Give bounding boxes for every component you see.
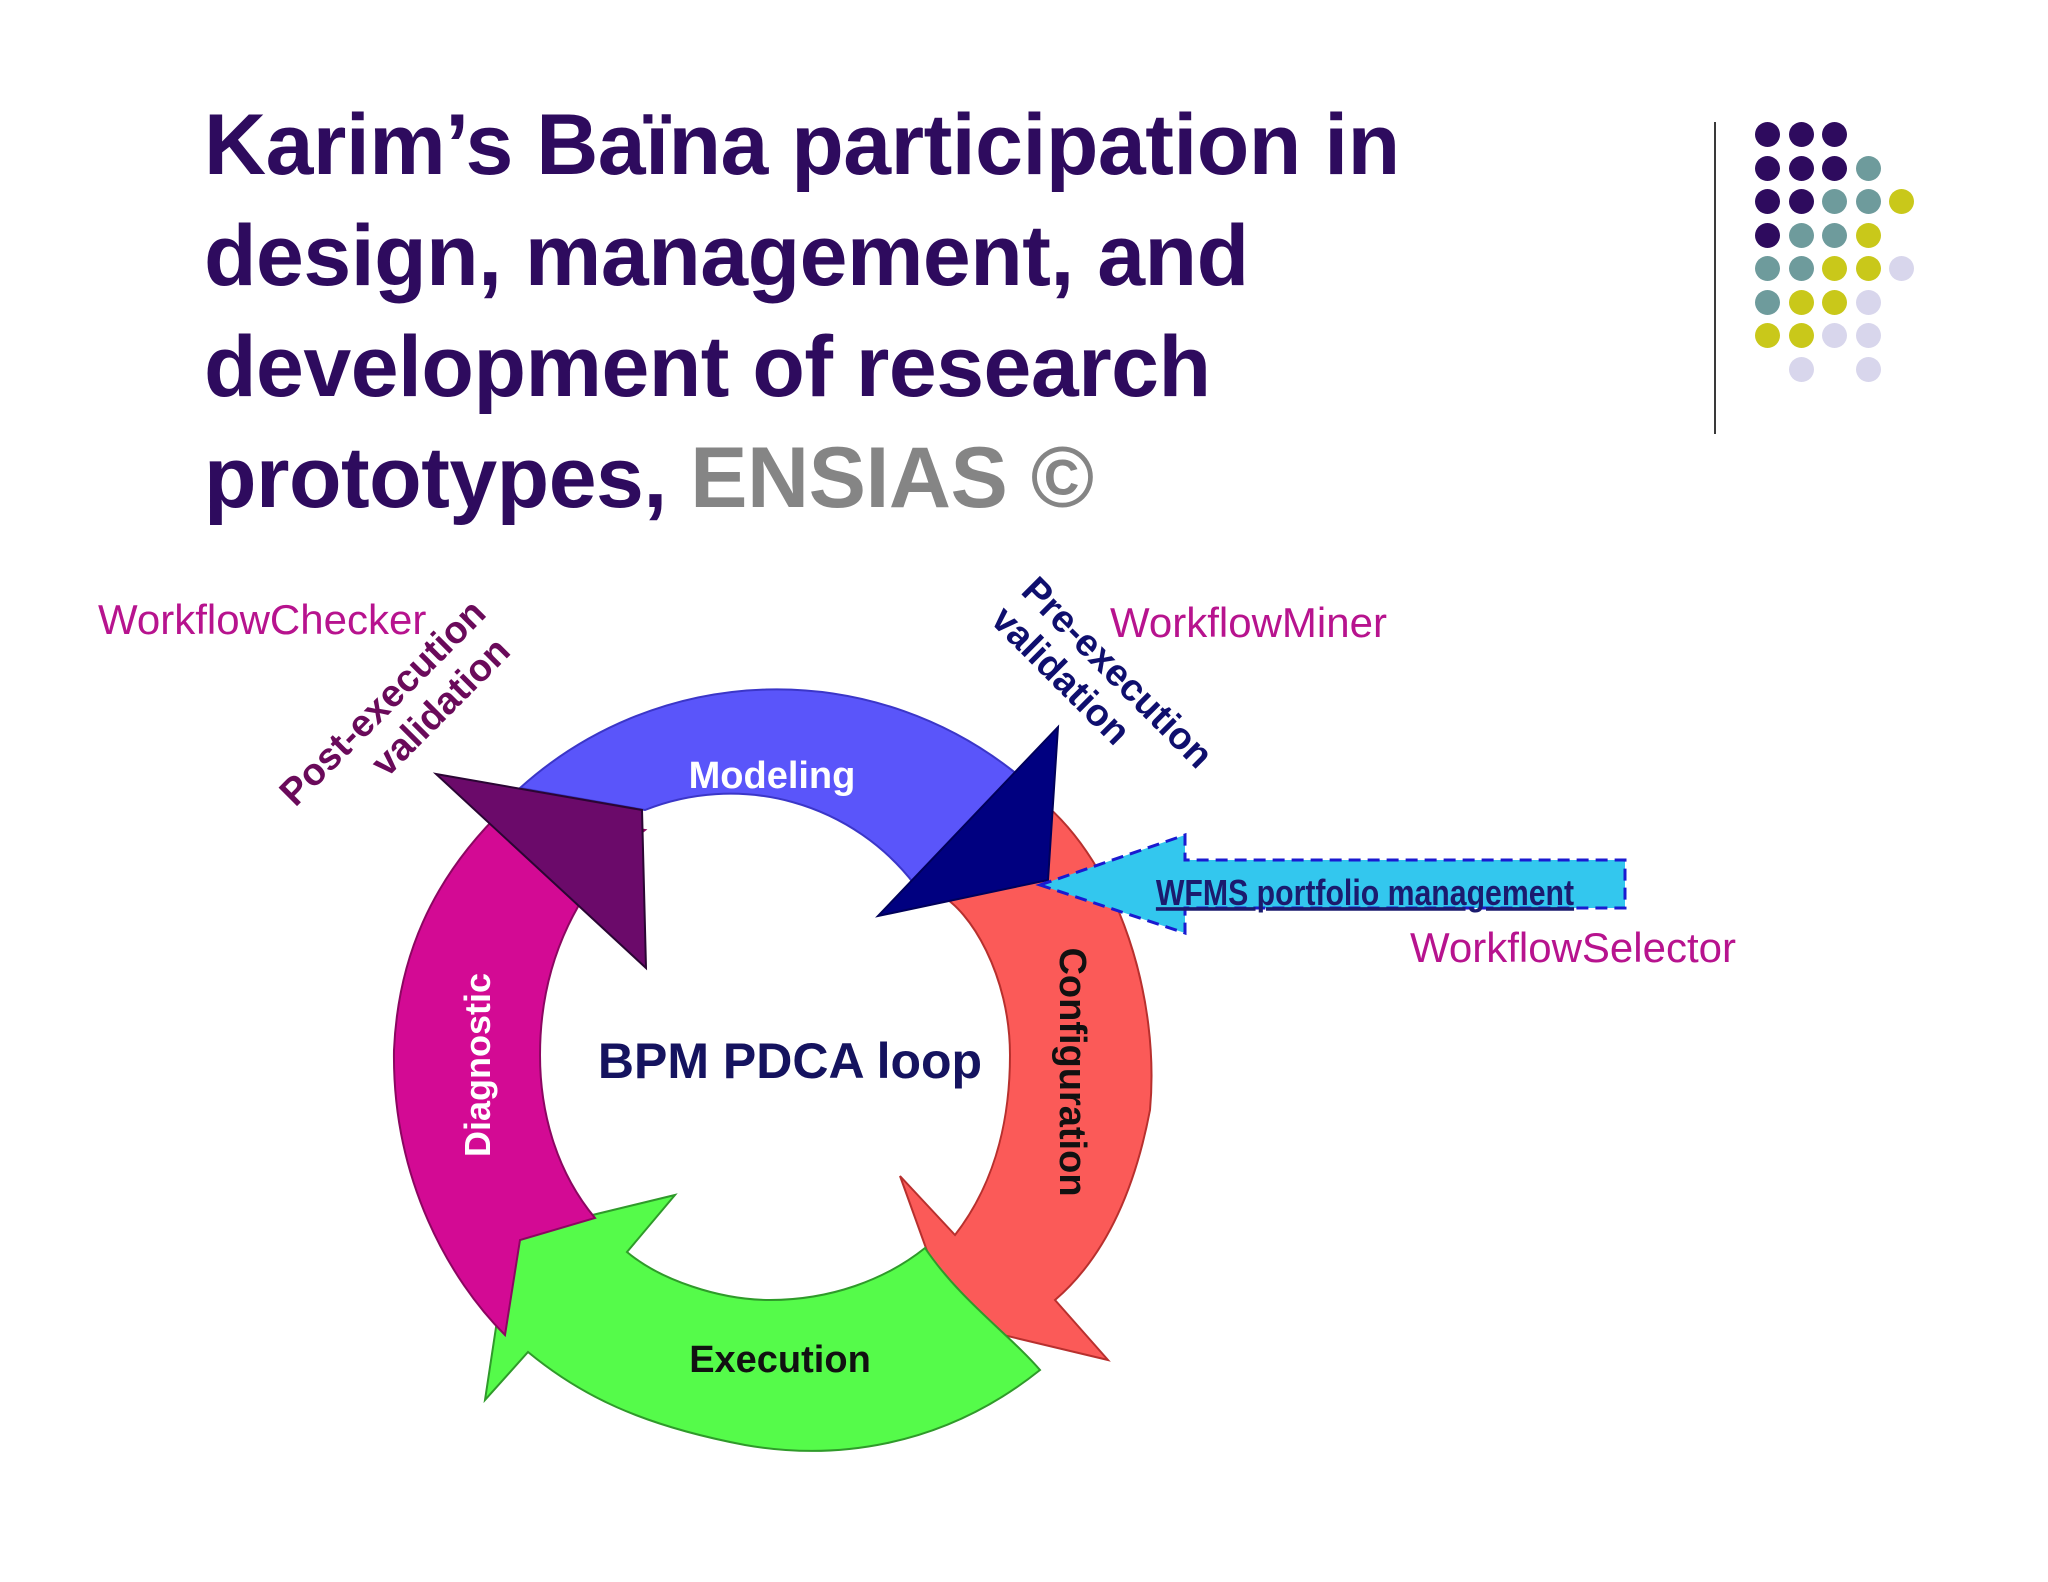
decorative-dot <box>1788 323 1814 348</box>
decorative-dot <box>1755 222 1780 248</box>
modeling-segment <box>517 688 1020 887</box>
decorative-dot <box>1755 155 1780 181</box>
decorative-dot <box>1855 189 1881 214</box>
execution-label: Execution <box>689 1339 871 1381</box>
decorative-dot <box>1855 323 1881 348</box>
title-highlight-text: ENSIAS © <box>690 430 1094 526</box>
decorative-dot <box>1755 122 1780 147</box>
configuration-segment <box>899 798 1153 1362</box>
decorative-dot <box>1889 189 1914 214</box>
decorative-dot <box>1755 189 1780 214</box>
decorative-dot <box>1788 189 1814 214</box>
decorative-dot <box>1855 256 1881 281</box>
decorative-dot <box>1822 189 1847 214</box>
slide-title: Karim’s Baïna participation in design, m… <box>204 90 1644 534</box>
wfms-portfolio-arrow <box>1035 832 1627 936</box>
decorative-dot <box>1822 256 1847 281</box>
decorative-dot <box>1788 289 1814 315</box>
workflow-checker-label: WorkflowChecker <box>98 596 426 643</box>
execution-segment <box>483 1193 1042 1452</box>
decorative-dot <box>1788 155 1814 181</box>
title-main-text: Karim’s Baïna participation in design, m… <box>204 97 1400 526</box>
center-label: BPM PDCA loop <box>598 1033 982 1089</box>
decorative-dot <box>1755 289 1780 315</box>
decorative-dot <box>1788 122 1814 147</box>
decorative-dot <box>1788 222 1814 248</box>
post-execution-validation-marker <box>432 772 648 971</box>
decorative-dot <box>1889 256 1914 281</box>
configuration-label: Configuration <box>1051 947 1093 1196</box>
decorative-dot <box>1855 155 1881 181</box>
decorative-dot <box>1855 356 1881 382</box>
decorative-dot <box>1822 122 1847 147</box>
decorative-dot <box>1822 323 1847 348</box>
modeling-label: Modeling <box>689 755 856 797</box>
decorative-dot-grid <box>1740 120 1930 400</box>
decorative-dot <box>1855 222 1881 248</box>
decorative-dot <box>1755 323 1780 348</box>
decorative-divider-line <box>1714 122 1716 434</box>
diagnostic-segment <box>392 806 648 1338</box>
workflow-selector-label: WorkflowSelector <box>1410 924 1736 971</box>
decorative-dot <box>1788 356 1814 382</box>
pre-execution-validation-marker <box>875 724 1060 918</box>
decorative-dot <box>1755 256 1780 281</box>
decorative-dot <box>1822 289 1847 315</box>
decorative-dot <box>1822 222 1847 248</box>
wfms-portfolio-label: WFMS portfolio management <box>1156 874 1574 914</box>
decorative-dot <box>1822 155 1847 181</box>
decorative-dot <box>1855 289 1881 315</box>
diagnostic-label: Diagnostic <box>457 973 498 1157</box>
decorative-dot <box>1788 256 1814 281</box>
workflow-miner-label: WorkflowMiner <box>1110 599 1387 646</box>
